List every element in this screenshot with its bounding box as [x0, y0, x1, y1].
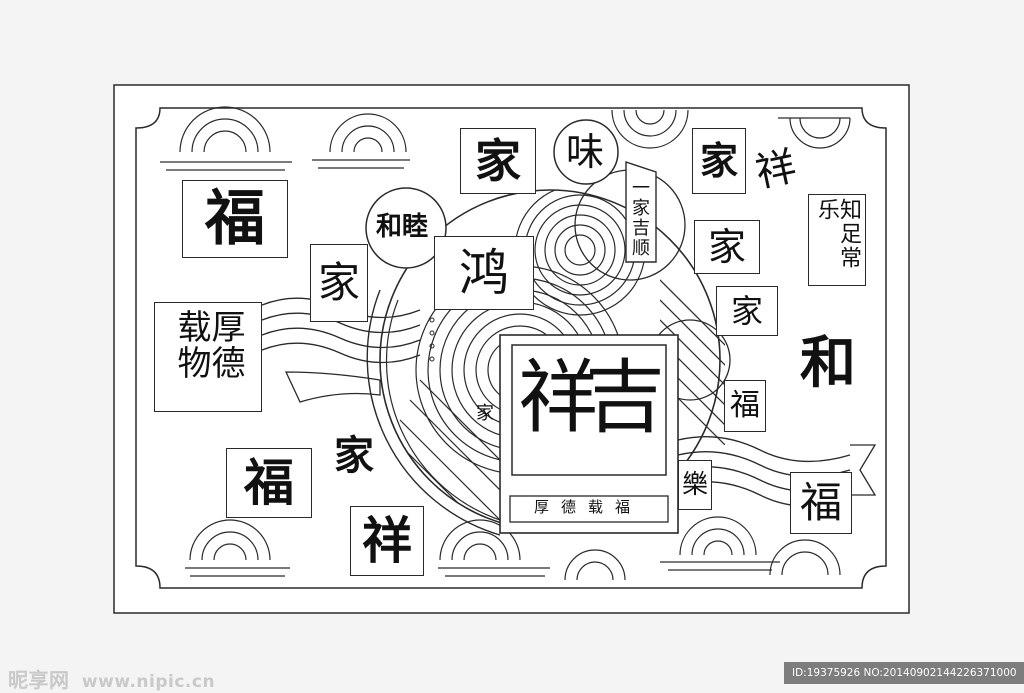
tile-hong: 鸿 — [434, 236, 534, 310]
hemu-circle-text: 和睦 — [376, 212, 429, 242]
watermark-id-bar: ID:19375926 NO:20140902144226371000 — [784, 662, 1024, 684]
tile-xiang-bottom: 祥 — [350, 506, 424, 576]
tile-hong-char: 鸿 — [459, 244, 509, 302]
center-char-xiang: 祥 — [518, 351, 598, 444]
free-char-he: 和 — [800, 331, 856, 396]
vertical-phrase: 一家吉顺 — [629, 178, 650, 258]
tile-jia-right2-char: 家 — [730, 292, 763, 330]
center-caption: 厚德载福 — [534, 498, 643, 516]
tile-zhizu: 知足常乐 — [808, 194, 866, 286]
tile-jia-left-char: 家 — [317, 258, 360, 307]
tile-jia-right1-char: 家 — [707, 225, 746, 269]
tile-fu-right-char: 福 — [730, 388, 760, 423]
watermark-id-text: ID:19375926 NO:20140902144226371000 — [792, 667, 1017, 679]
tile-hede-text: 厚德载物 — [171, 309, 245, 381]
tile-jia-top-char: 家 — [475, 134, 521, 188]
tile-fu-bold-char: 福 — [205, 184, 265, 254]
tile-jia-left: 家 — [310, 244, 368, 322]
tile-xiang-bottom-char: 祥 — [362, 512, 412, 570]
watermark-site: www.nipic.cn — [81, 672, 216, 692]
tile-fu-bottom-left: 福 — [226, 448, 312, 518]
tile-le-small-char: 樂 — [681, 470, 708, 500]
tile-jia-top-right-char: 家 — [699, 139, 738, 183]
tile-jia-top-right: 家 — [692, 128, 746, 194]
free-char-jia-bottom: 家 — [334, 433, 374, 479]
tile-zhizu-text: 知足常乐 — [814, 198, 861, 270]
tile-fu-bottom-right: 福 — [790, 472, 852, 534]
watermark-brand: 昵享网 — [8, 668, 70, 692]
tile-jia-right1: 家 — [694, 220, 760, 274]
tile-jia-top: 家 — [460, 128, 536, 194]
tile-fu-bold: 福 — [182, 180, 288, 258]
center-char-ji: 吉 — [585, 351, 665, 444]
hemu-circle-shape — [365, 187, 447, 269]
free-char-jia-small: 家 — [476, 403, 494, 424]
tile-fu-bottom-left-char: 福 — [244, 454, 294, 512]
watermark: 昵享网 www.nipic.cn — [8, 664, 215, 693]
inner-frame — [135, 107, 887, 589]
wei-circle-shape — [553, 119, 619, 185]
tile-le-small: 樂 — [678, 460, 712, 510]
tile-fu-right: 福 — [724, 380, 766, 432]
tile-fu-bottom-right-char: 福 — [799, 478, 842, 527]
tile-hede: 厚德载物 — [154, 302, 262, 412]
tile-jia-right2: 家 — [716, 286, 778, 336]
wei-circle-char: 味 — [566, 130, 605, 174]
free-char-xiang-top: 祥 — [751, 143, 801, 197]
